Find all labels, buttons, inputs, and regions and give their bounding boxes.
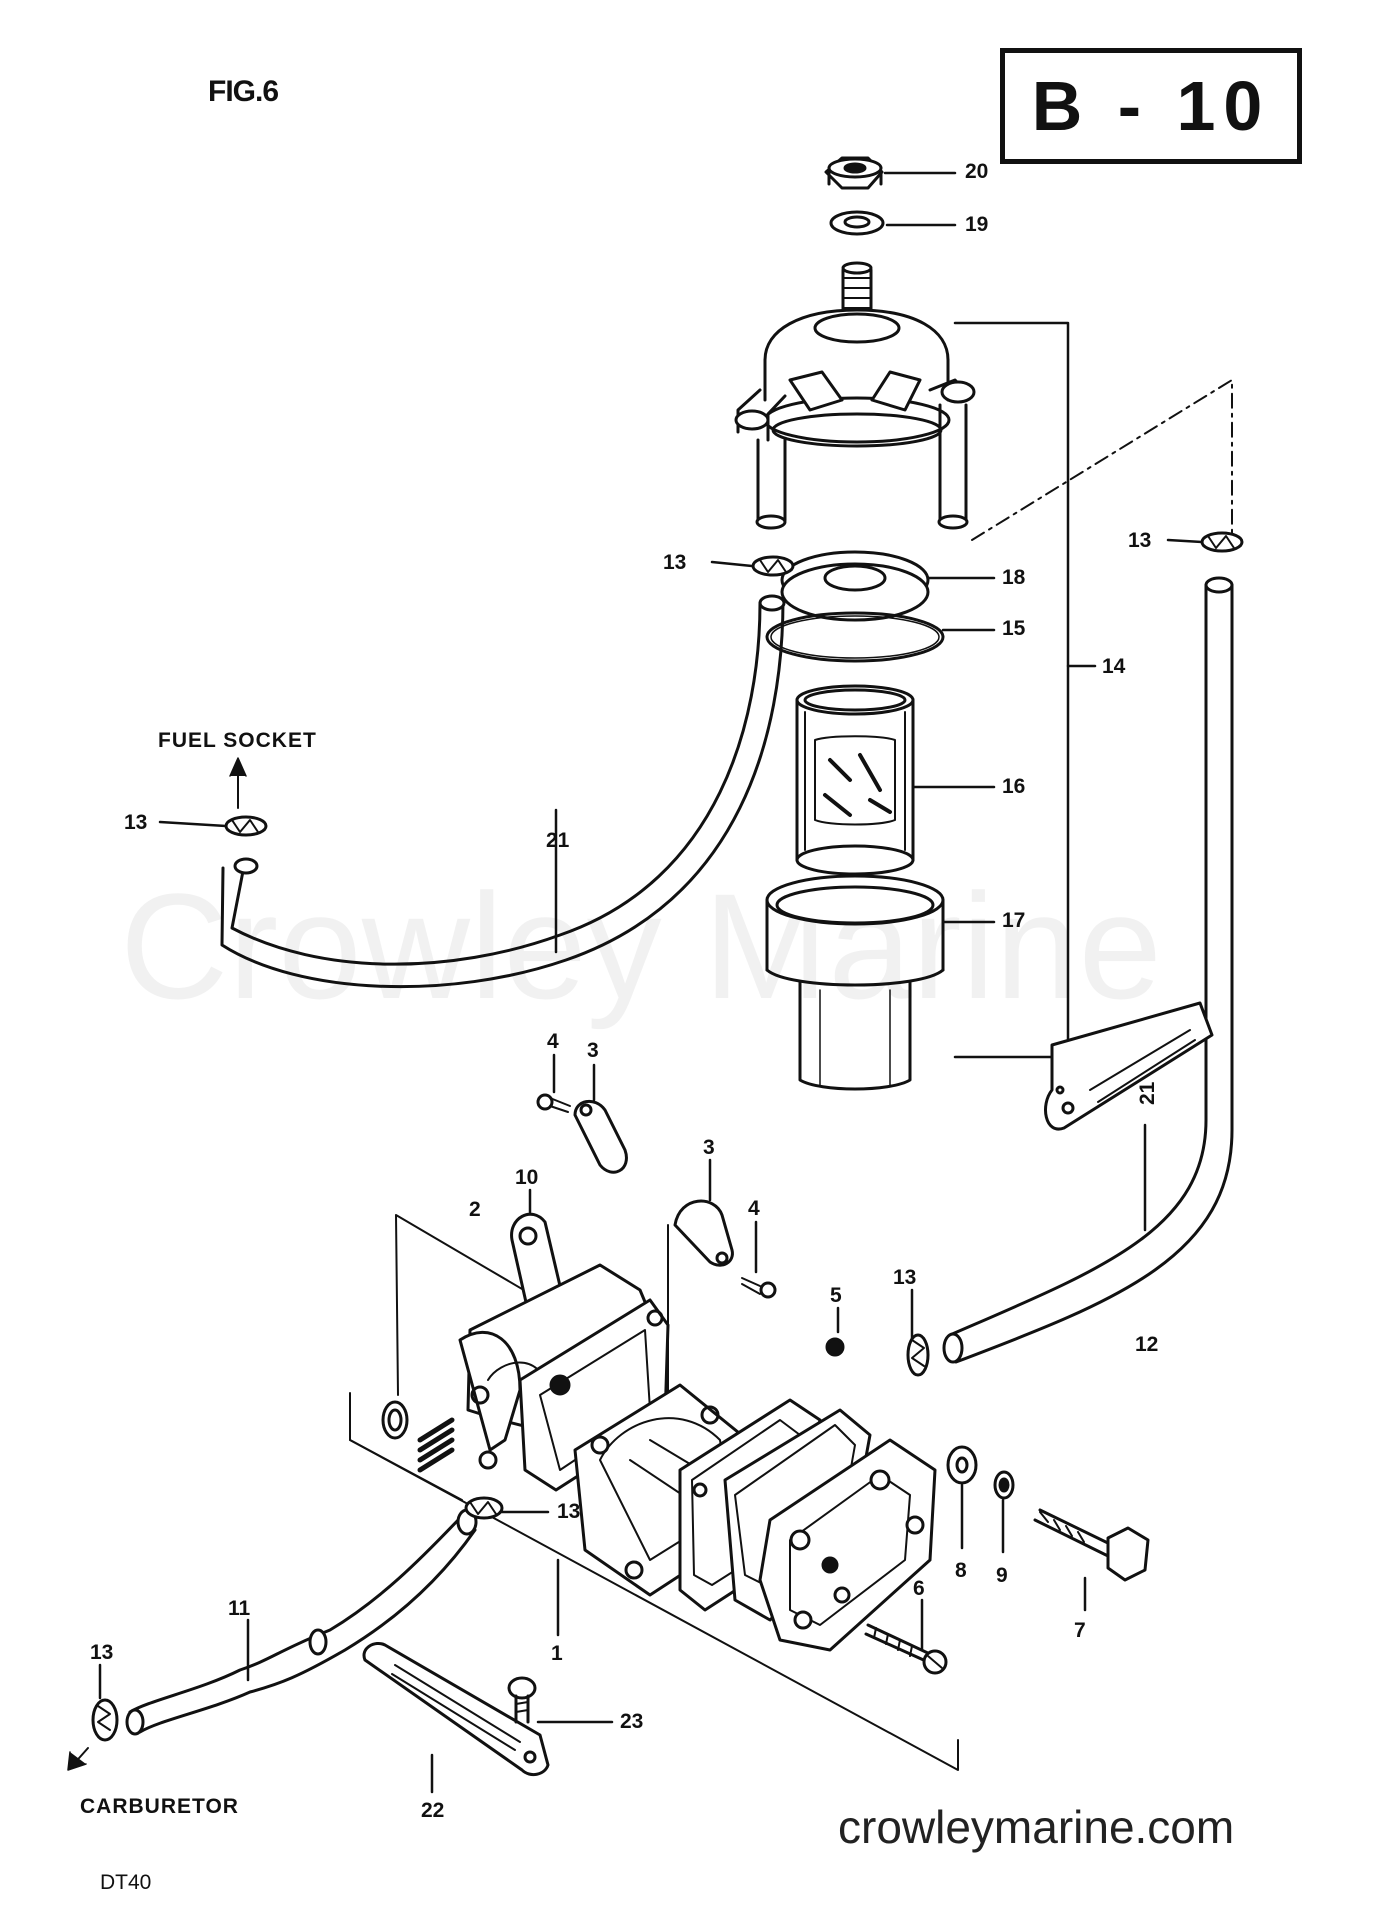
callout-1: 1 [551, 1642, 563, 1665]
callout-4-lower: 4 [748, 1197, 760, 1220]
callout-20: 20 [965, 160, 989, 183]
website-link[interactable]: crowleymarine.com [838, 1801, 1235, 1853]
carburetor-label: CARBURETOR [80, 1795, 239, 1818]
callout-13-socket: 13 [124, 811, 148, 834]
part-13-clip-d [906, 1333, 930, 1377]
callout-16: 16 [1002, 775, 1026, 798]
callout-4-upper: 4 [547, 1030, 559, 1053]
part-21-hose-left [220, 594, 786, 989]
part-13-clip-c [1200, 531, 1244, 553]
callout-2: 2 [469, 1198, 481, 1221]
small-seal [833, 1586, 851, 1604]
callout-18: 18 [1002, 566, 1026, 589]
part-14-bracket [953, 321, 1233, 1059]
model-label: DT40 [100, 1871, 152, 1894]
callout-11: 11 [228, 1597, 251, 1620]
callout-8: 8 [955, 1559, 967, 1582]
spring [417, 1417, 455, 1473]
fuel-socket-label: FUEL SOCKET [158, 729, 317, 752]
part-12-hose-right [942, 576, 1234, 1364]
part-13-clip-f [91, 1698, 119, 1742]
part-8-washer [946, 1445, 978, 1485]
callout-5: 5 [830, 1284, 842, 1307]
part-19-washer [829, 210, 885, 236]
callout-19: 19 [965, 213, 989, 236]
callout-17: 17 [1002, 909, 1026, 932]
part-22-strap [362, 1642, 550, 1777]
callout-10: 10 [515, 1166, 539, 1189]
callout-21-hose: 21 [546, 829, 570, 852]
callout-12: 12 [1135, 1333, 1159, 1356]
part-4-screw-b [741, 1277, 777, 1299]
part-3-plate-a [573, 1099, 628, 1174]
part-9-lock-washer [993, 1470, 1015, 1500]
callout-21-strap: 21 [1136, 1081, 1159, 1105]
callout-7: 7 [1074, 1619, 1086, 1642]
part-15-o-ring [765, 611, 945, 663]
part-3-plate-b [673, 1199, 734, 1267]
part-17-filter-cup [765, 874, 945, 1091]
section-code-box: B - 10 [1000, 48, 1302, 164]
callout-15: 15 [1002, 617, 1026, 640]
leader-lines [98, 171, 1204, 1794]
callout-14: 14 [1102, 655, 1126, 678]
callout-22: 22 [421, 1799, 445, 1822]
callout-13-outlet: 13 [557, 1500, 581, 1523]
part-23-screw [507, 1676, 537, 1724]
part-16-filter-element [795, 684, 915, 876]
part-13-clip-b [224, 815, 268, 837]
callout-3-lower: 3 [703, 1136, 715, 1159]
part-13-clip-e [464, 1496, 504, 1520]
callout-9: 9 [996, 1564, 1008, 1587]
part-21-strap-right [1044, 1001, 1214, 1131]
part-13-clip-a [751, 555, 795, 577]
part-7-bolt [1033, 1508, 1150, 1582]
part-18-seal [780, 550, 930, 622]
part-5-check-valve [825, 1337, 845, 1357]
part-6-screw [864, 1623, 948, 1675]
callout-13-carb: 13 [90, 1641, 114, 1664]
filter-head [734, 261, 976, 530]
part-11-hose [125, 1508, 478, 1736]
fuel-pump-assembly [349, 1212, 959, 1771]
callout-13-filter: 13 [663, 551, 687, 574]
figure-label: FIG.6 [208, 75, 279, 108]
section-code: B - 10 [1031, 67, 1271, 145]
part-20-nut [824, 156, 884, 190]
callout-3-upper: 3 [587, 1039, 599, 1062]
callout-13-pump: 13 [893, 1266, 917, 1289]
part-4-screw-a [536, 1093, 571, 1113]
callout-13-right: 13 [1128, 529, 1152, 552]
callout-23: 23 [620, 1710, 644, 1733]
callout-6: 6 [913, 1577, 925, 1600]
